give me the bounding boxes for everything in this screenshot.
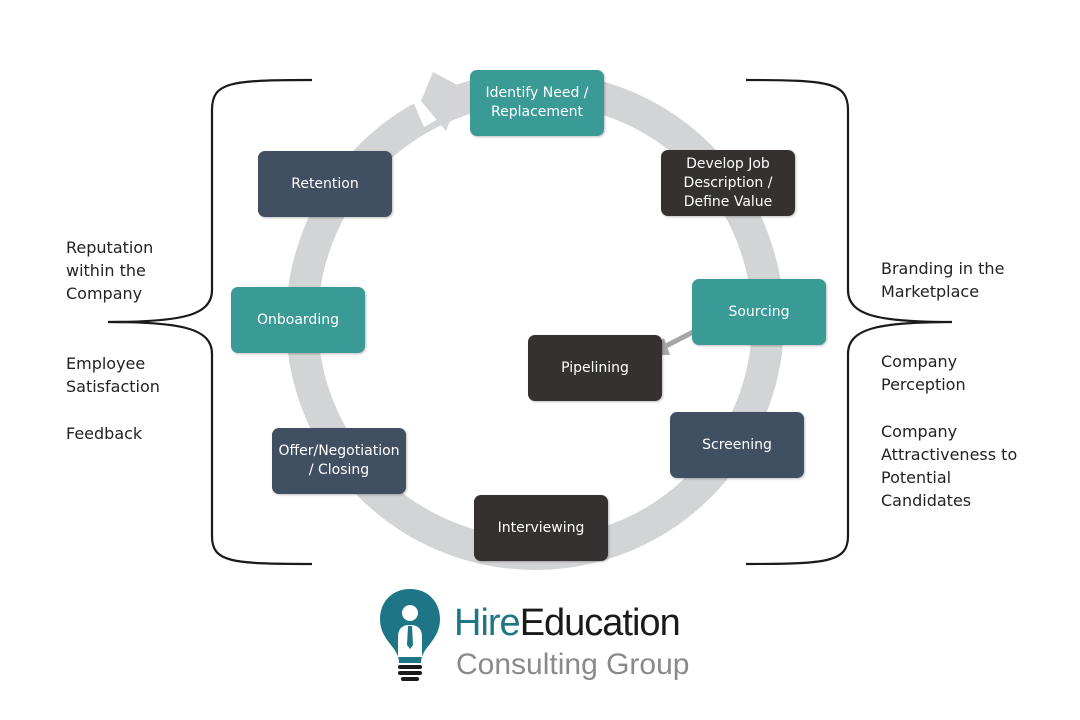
right-brace xyxy=(745,78,953,566)
node-identify-need: Identify Need / Replacement xyxy=(470,70,604,136)
cycle-arrowhead xyxy=(421,72,463,131)
node-sourcing: Sourcing xyxy=(692,279,826,345)
node-retention: Retention xyxy=(258,151,392,217)
node-offer-negotiation: Offer/Negotiation / Closing xyxy=(272,428,406,494)
left-brace xyxy=(107,78,313,566)
note-feedback: Feedback xyxy=(66,424,143,443)
node-pipelining: Pipelining xyxy=(528,335,662,401)
logo-hire: Hire xyxy=(454,602,521,644)
note-company-perception: Company Perception xyxy=(881,352,966,394)
logo-education: Education xyxy=(519,602,681,644)
note-employee-satisfaction: Employee Satisfaction xyxy=(66,354,160,396)
node-onboarding: Onboarding xyxy=(231,287,365,353)
note-company-attractiveness: Company Attractiveness to Potential Cand… xyxy=(881,422,1018,510)
logo-wordmark: HireEducation xyxy=(454,602,681,644)
note-branding: Branding in the Marketplace xyxy=(881,259,1005,301)
hire-education-logo: HireEducation Consulting Group xyxy=(378,585,708,690)
logo-subline: Consulting Group xyxy=(456,648,690,681)
node-develop-job-description: Develop Job Description / Define Value xyxy=(661,150,795,216)
node-screening: Screening xyxy=(670,412,804,478)
note-reputation: Reputation within the Company xyxy=(66,238,154,303)
lightbulb-person-icon xyxy=(380,589,440,681)
sourcing-to-pipelining-arrow xyxy=(662,327,699,350)
node-interviewing: Interviewing xyxy=(474,495,608,561)
